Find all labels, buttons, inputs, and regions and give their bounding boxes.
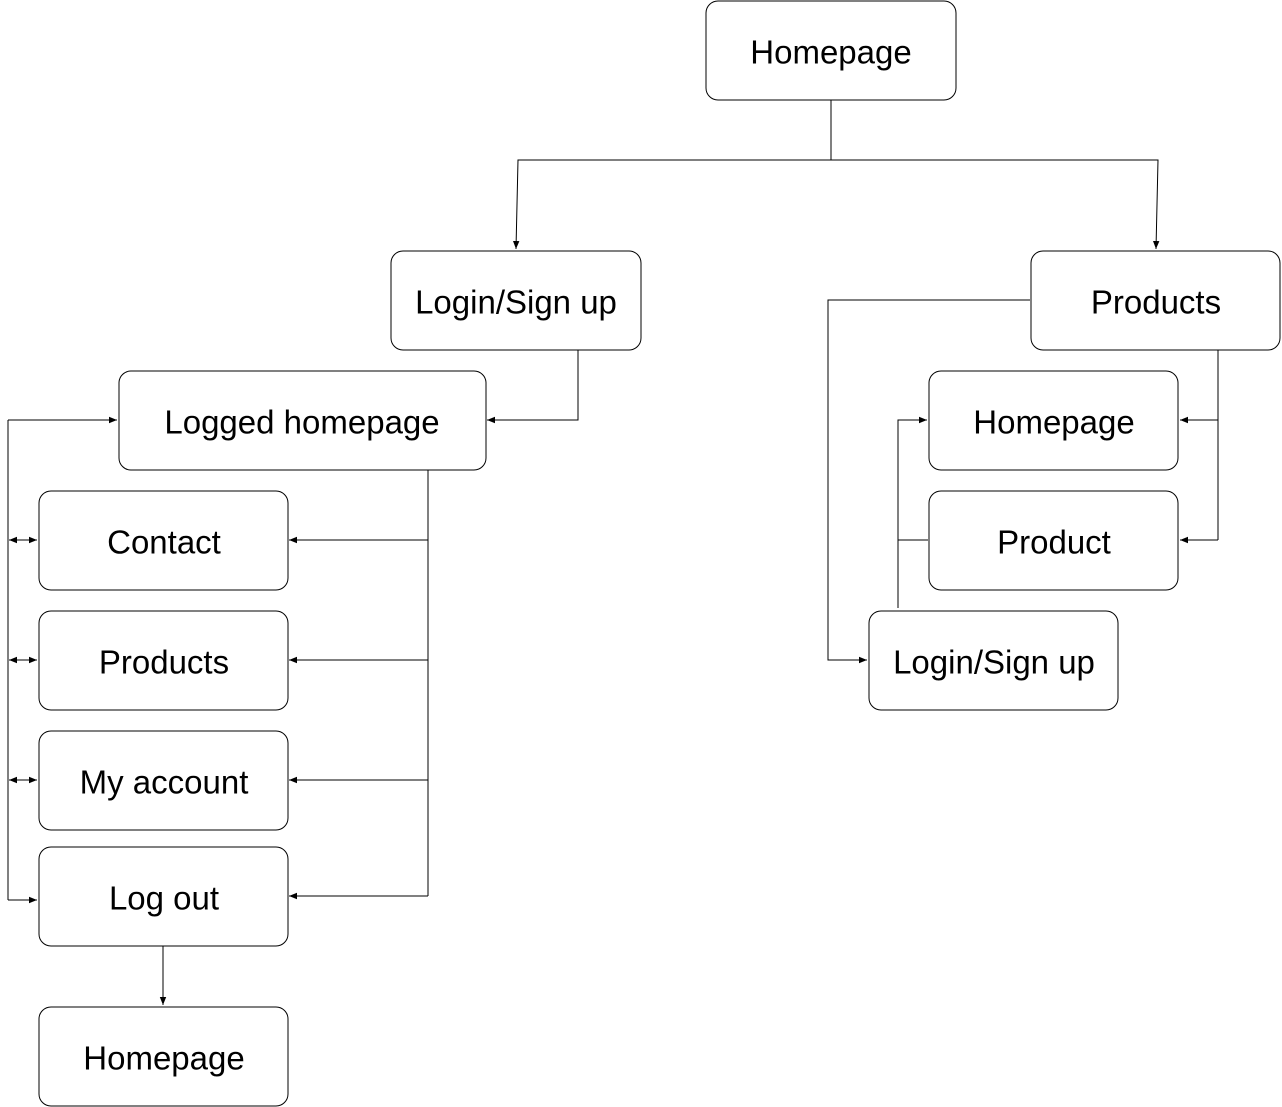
node-label: Log out <box>109 880 219 917</box>
node-label: Products <box>99 644 229 681</box>
node-product[interactable]: Product <box>928 490 1179 591</box>
node-label: Logged homepage <box>164 404 439 441</box>
node-log-out[interactable]: Log out <box>38 846 289 947</box>
node-products-login-signup[interactable]: Login/Sign up <box>868 610 1119 711</box>
node-logout-homepage[interactable]: Homepage <box>38 1006 289 1107</box>
node-logged-products[interactable]: Products <box>38 610 289 711</box>
node-label: Products <box>1091 284 1221 321</box>
node-label: My account <box>80 764 249 801</box>
node-root-homepage[interactable]: Homepage <box>705 0 957 101</box>
node-logged-homepage[interactable]: Logged homepage <box>118 370 487 471</box>
edge-root-homepage-to-products <box>831 159 1160 250</box>
node-label: Login/Sign up <box>893 644 1095 681</box>
node-contact[interactable]: Contact <box>38 490 289 591</box>
node-label: Homepage <box>750 34 911 71</box>
edges <box>7 100 1219 1005</box>
node-my-account[interactable]: My account <box>38 730 289 831</box>
node-label: Homepage <box>973 404 1134 441</box>
edge-inner-return-trunk <box>897 416 927 608</box>
node-label: Login/Sign up <box>415 284 617 321</box>
node-label: Homepage <box>83 1040 244 1077</box>
node-label: Contact <box>107 524 221 561</box>
node-products[interactable]: Products <box>1030 250 1281 351</box>
node-products-homepage[interactable]: Homepage <box>928 370 1179 471</box>
edge-root-homepage-to-login-signup <box>512 159 831 250</box>
edge-login-signup-to-logged-homepage <box>487 350 579 424</box>
nodes: Homepage Login/Sign up Products Logged h… <box>38 0 1281 1107</box>
node-label: Product <box>997 524 1111 561</box>
node-login-signup[interactable]: Login/Sign up <box>390 250 642 351</box>
edge-products-to-login-signup <box>827 299 1030 664</box>
